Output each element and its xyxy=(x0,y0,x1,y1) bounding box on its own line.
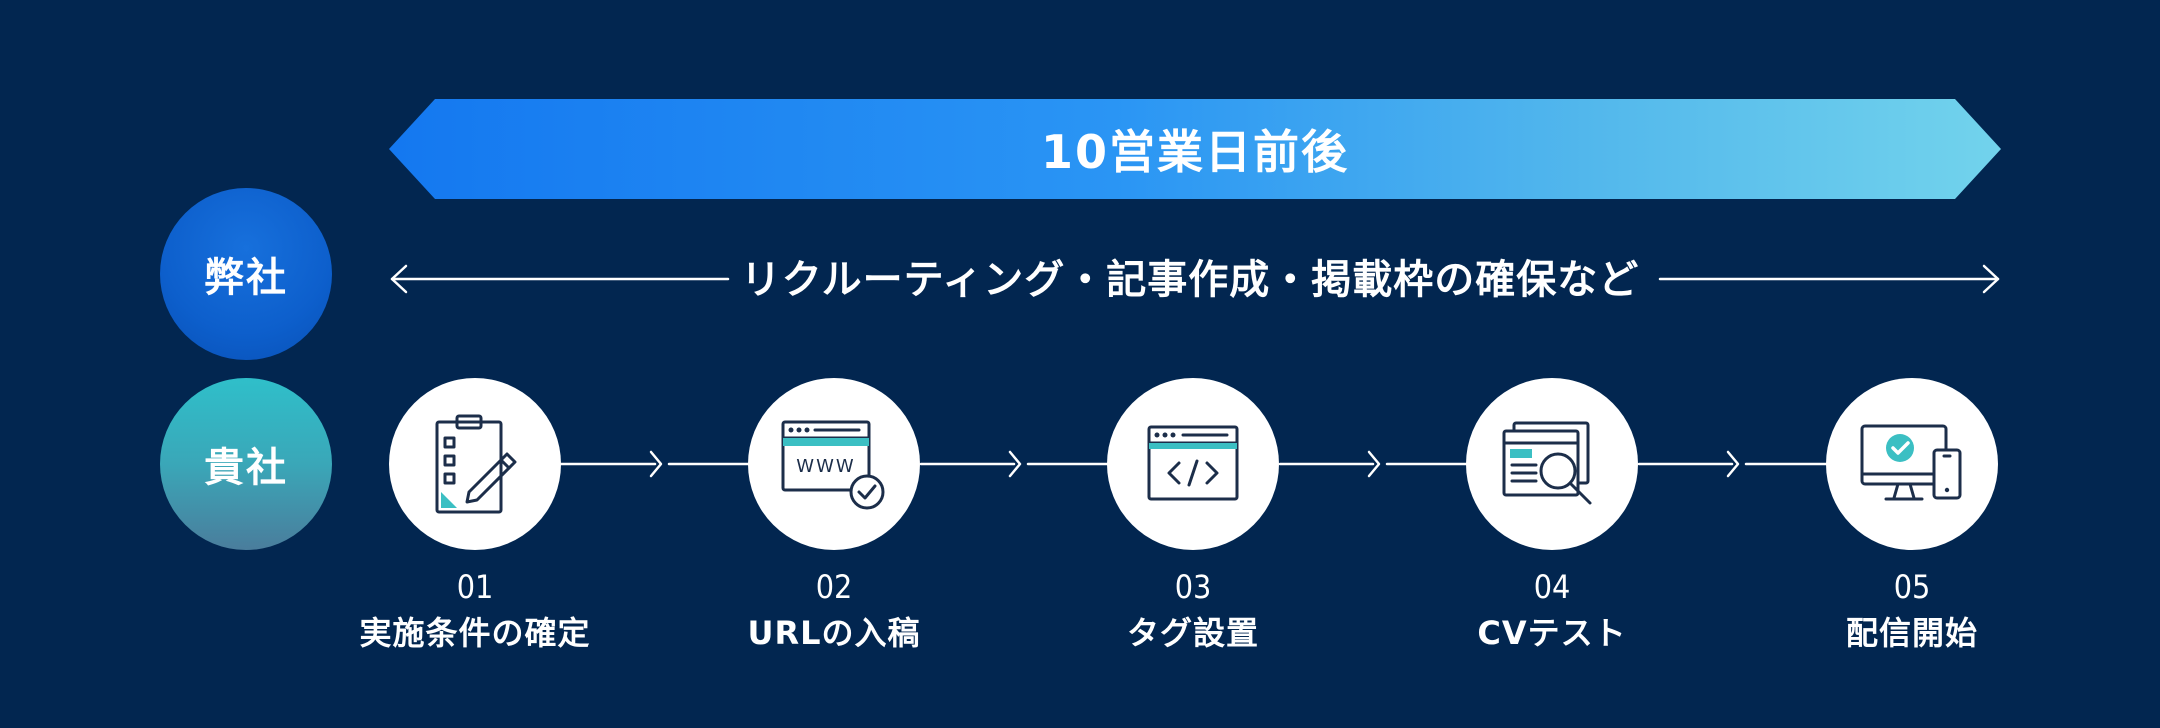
browser-code-icon xyxy=(1147,425,1239,501)
monitor-phone-check-icon xyxy=(1860,424,1962,501)
step-5-number: 05 xyxy=(1893,568,1931,606)
our-tasks-text: リクルーティング・記事作成・掲載枠の確保など xyxy=(740,257,1640,303)
row-label-yours: 貴社 xyxy=(160,378,332,550)
browser-magnifier-icon xyxy=(1502,421,1592,505)
step-2-number: 02 xyxy=(815,568,853,606)
step-5-label: 配信開始 xyxy=(1845,614,1978,652)
duration-banner-text: 10営業日前後 xyxy=(1040,125,1349,179)
step-5-circle xyxy=(1826,378,1998,550)
row-label-ours: 弊社 xyxy=(160,188,332,360)
clipboard-pencil-icon xyxy=(435,414,517,514)
row-label-yours-text: 貴社 xyxy=(204,445,288,491)
duration-banner: 10営業日前後 xyxy=(389,99,2001,199)
step-connectors xyxy=(559,450,1830,478)
step-2-circle: WWW xyxy=(748,378,920,550)
browser-www-check-icon: WWW xyxy=(781,420,885,510)
double-arrow xyxy=(390,264,2000,294)
step-1-number: 01 xyxy=(456,568,494,606)
step-4-label: CVテスト xyxy=(1477,614,1627,652)
step-1-circle xyxy=(389,378,561,550)
step-3-label: タグ設置 xyxy=(1126,614,1259,652)
svg-text:WWW: WWW xyxy=(796,456,855,477)
step-1-label: 実施条件の確定 xyxy=(359,614,591,652)
step-2-label: URLの入稿 xyxy=(747,614,921,652)
step-4-circle xyxy=(1466,378,1638,550)
step-3-number: 03 xyxy=(1174,568,1212,606)
step-4-number: 04 xyxy=(1533,568,1571,606)
row-label-ours-text: 弊社 xyxy=(204,255,288,301)
step-3-circle xyxy=(1107,378,1279,550)
